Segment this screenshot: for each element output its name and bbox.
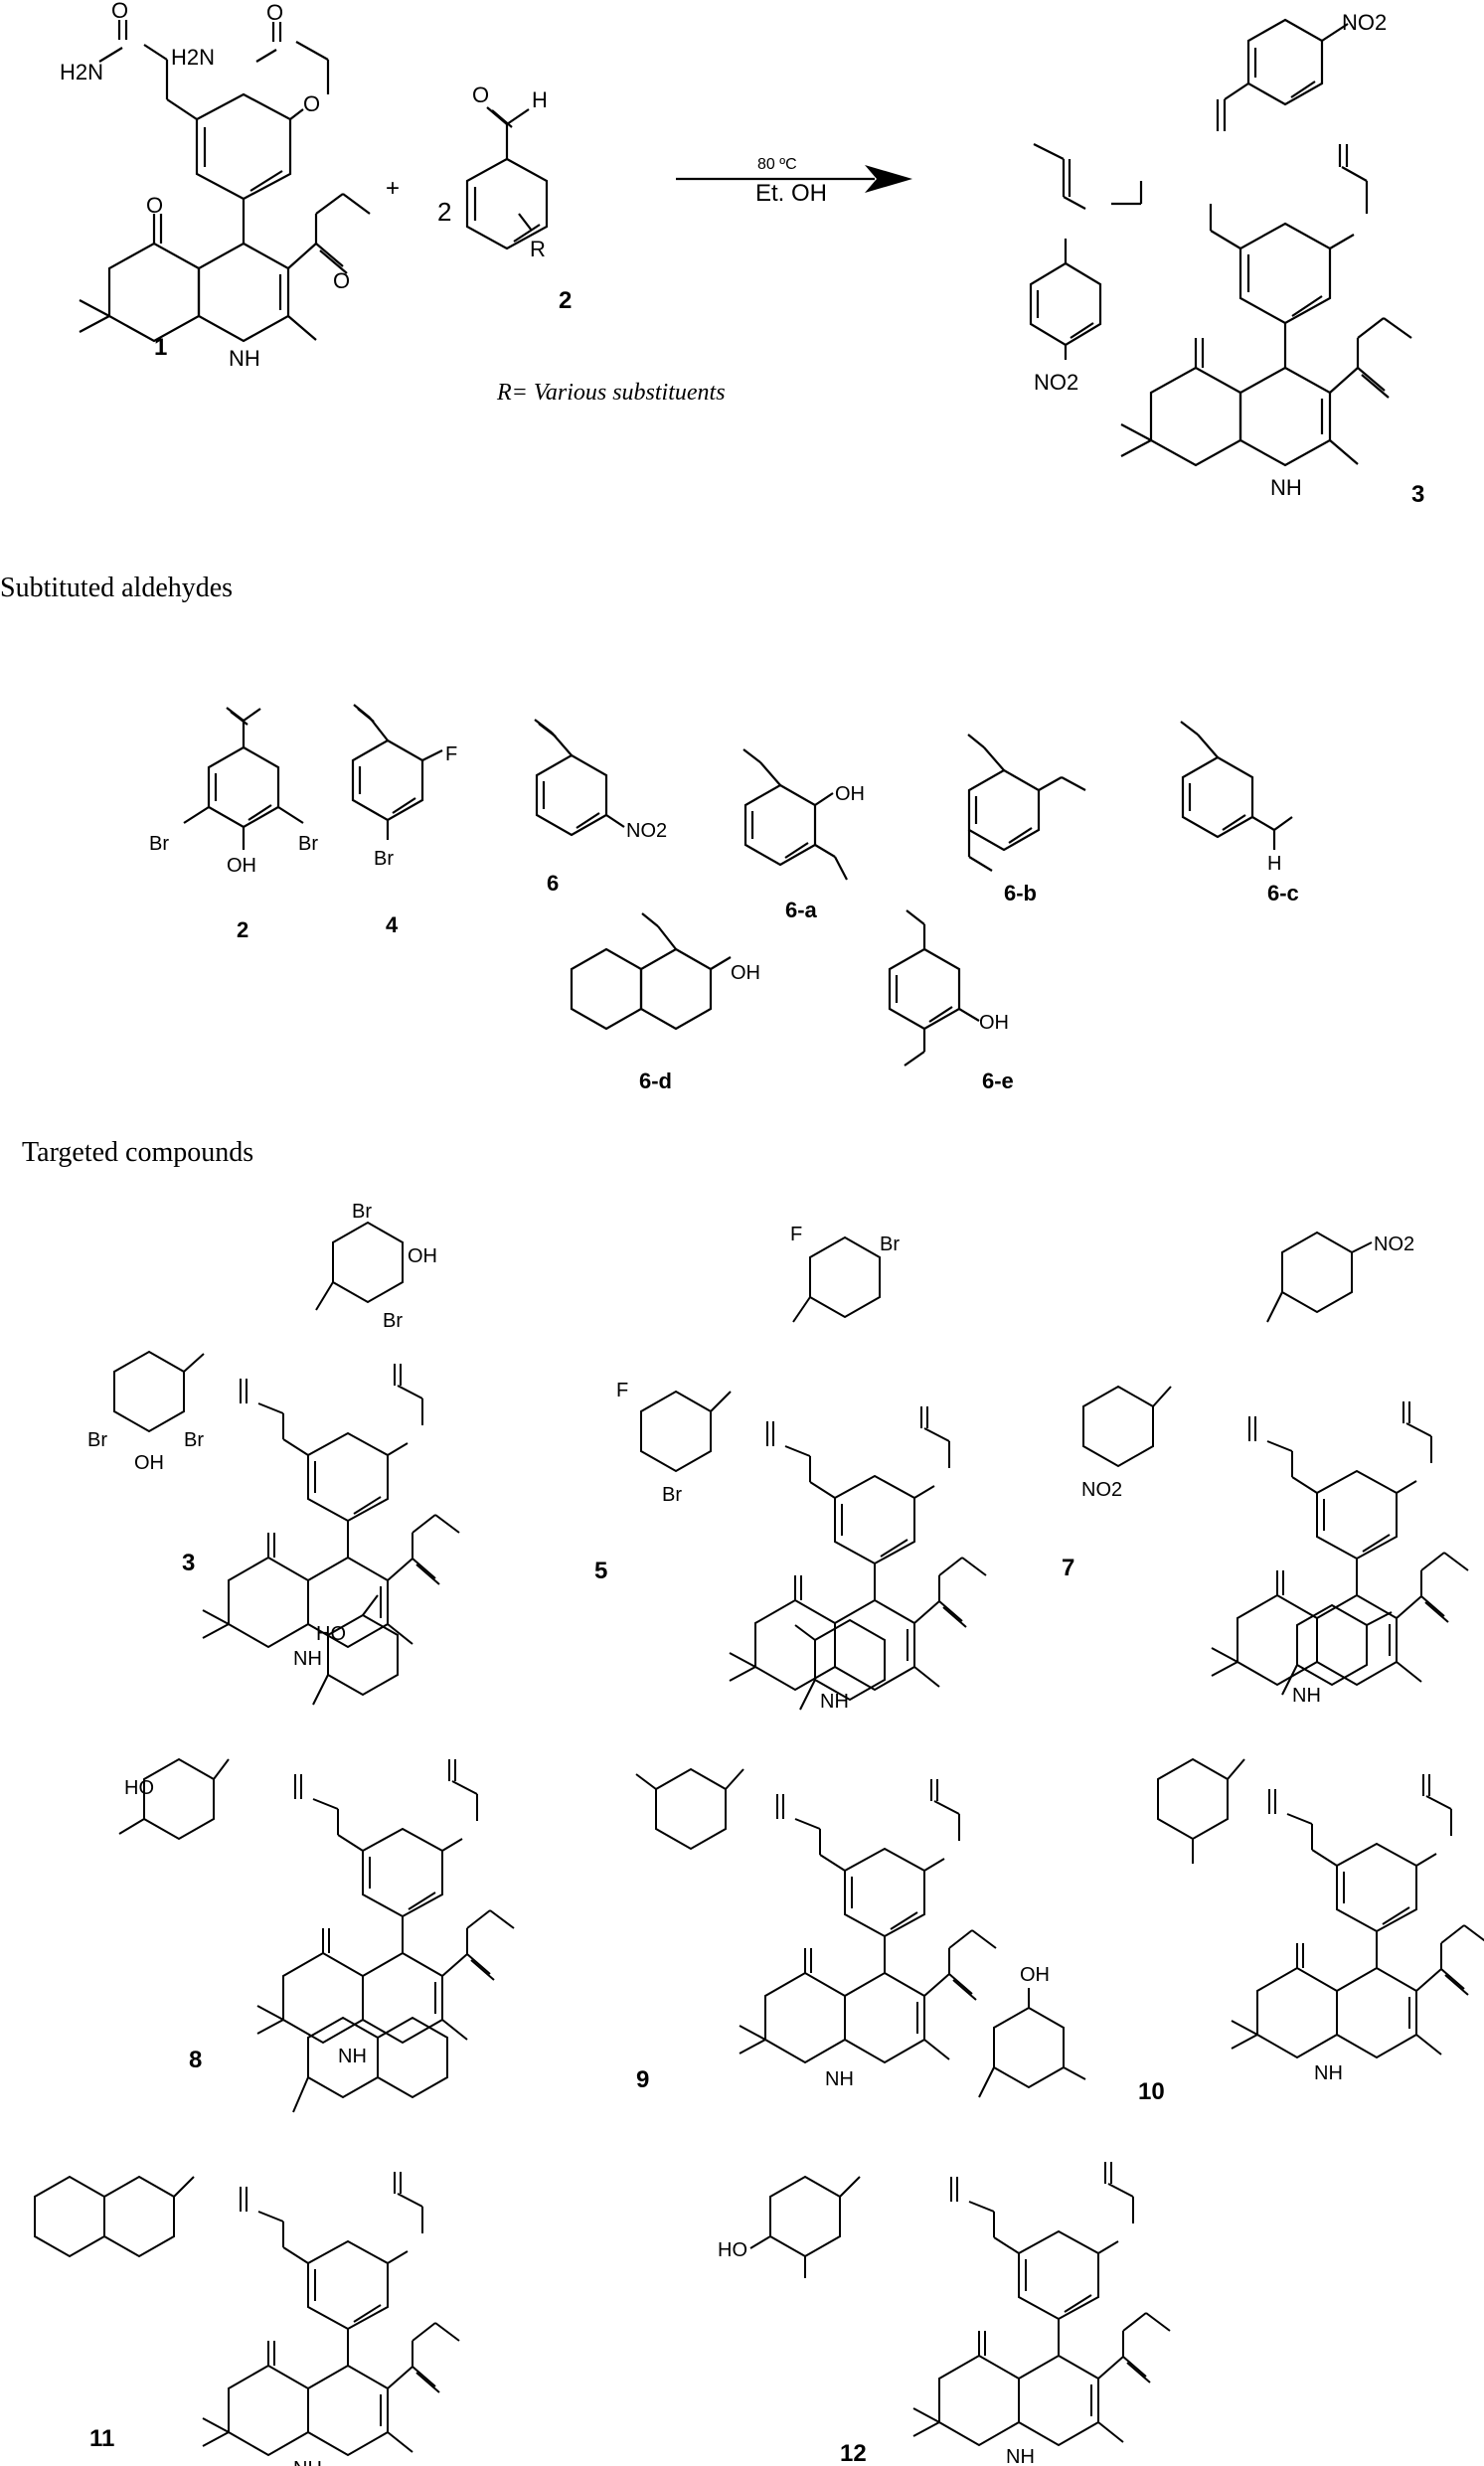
target-3-oh-left: OH [134, 1452, 164, 1474]
target-7-label: 7 [1062, 1555, 1074, 1581]
target-3-br-right: Br [184, 1429, 204, 1451]
atom-o-3: O [303, 91, 320, 116]
target-10-nh: NH [1314, 2062, 1343, 2084]
target-3-structure [113, 1221, 460, 1648]
target-7-nh: NH [1292, 1685, 1321, 1707]
aldehyde-6a-oh: OH [835, 783, 865, 805]
aldehyde-4-br: Br [374, 848, 394, 870]
atom-no2-bottom: NO2 [1034, 370, 1078, 395]
target-12-oh-top: OH [1020, 1964, 1050, 1986]
aldehyde-6e-label: 6-e [982, 1069, 1014, 1093]
atom-o-2: O [266, 0, 283, 25]
atom-o-4: O [146, 193, 163, 218]
target-8-label: 8 [189, 2047, 202, 2073]
plus-sign: + [386, 175, 400, 202]
aldehyde-6d-label: 6-d [639, 1069, 672, 1093]
arrow-head [865, 165, 912, 193]
aldehyde-6d-structure [570, 912, 732, 1031]
target-5-nh: NH [820, 1691, 849, 1713]
target-3-br-side: Br [383, 1310, 403, 1332]
atom-nh-product: NH [1270, 475, 1302, 500]
aldehyde-6d-oh: OH [731, 962, 760, 984]
targets-section-title: Targeted compounds [22, 1137, 253, 1168]
aldehyde-2-br-left: Br [149, 833, 169, 855]
target-8-nh: NH [338, 2046, 367, 2067]
target-9-label: 9 [636, 2066, 649, 2093]
target-7-structure [1082, 1231, 1469, 1686]
target-12-label: 12 [840, 2440, 867, 2466]
target-8-ho-top: HO [316, 1623, 346, 1645]
aldehyde-6c-structure [1180, 721, 1293, 850]
aldehyde-2-label: 2 [237, 917, 248, 942]
product-3-structure [1029, 18, 1412, 467]
aldehyde-6a-label: 6-a [785, 898, 818, 922]
target-7-no2-top: NO2 [1374, 1233, 1414, 1255]
aldehyde-6e-oh: OH [979, 1012, 1009, 1034]
stoichiometric-coefficient: 2 [437, 197, 451, 227]
atom-o-5: O [333, 268, 350, 293]
target-11-label: 11 [89, 2425, 114, 2452]
reactant-2-structure [465, 106, 549, 250]
target-5-f-top: F [790, 1224, 802, 1245]
aldehyde-6a-structure [742, 748, 848, 881]
target-8-structure [118, 1594, 515, 2044]
target-3-label: 3 [182, 1550, 195, 1576]
target-5-structure [640, 1235, 987, 1691]
target-10-structure [1157, 1603, 1484, 2058]
target-5-br-left: Br [662, 1484, 682, 1506]
target-10-label: 10 [1138, 2078, 1165, 2105]
atom-h2n: H2N [60, 60, 103, 84]
aldehyde-6b-label: 6-b [1004, 881, 1037, 905]
aldehyde-6-structure [534, 719, 625, 837]
r-note: R= Various substituents [496, 380, 726, 406]
aldehyde-4-label: 4 [386, 912, 399, 937]
reactant-2-label: 2 [559, 287, 572, 314]
reactant-1-label: 1 [154, 334, 167, 361]
target-12-nh: NH [1006, 2446, 1035, 2466]
atom-o: O [111, 0, 128, 23]
target-9-structure [635, 1618, 997, 2063]
condition-solvent: Et. OH [755, 180, 827, 207]
target-5-br-top: Br [880, 1233, 900, 1255]
target-3-oh-top: OH [408, 1245, 437, 1267]
target-3-br-left: Br [87, 1429, 107, 1451]
target-12-ho-left: HO [718, 2239, 747, 2261]
target-3-nh: NH [293, 1648, 322, 1670]
target-5-f-left: F [616, 1380, 628, 1401]
aldehyde-2-br-right: Br [298, 833, 318, 855]
target-7-no2-left: NO2 [1081, 1479, 1122, 1501]
aldehyde-6-no2: NO2 [626, 820, 667, 842]
aldehyde-6e-structure [888, 909, 980, 1067]
atom-no2-top: NO2 [1342, 10, 1387, 35]
target-9-nh: NH [825, 2068, 854, 2090]
atom-r: R [530, 237, 546, 261]
target-11-nh: NH [293, 2458, 322, 2466]
target-3-br-top: Br [352, 1201, 372, 1223]
target-5-label: 5 [594, 1558, 607, 1584]
aldehydes-section-title: Subtituted aldehydes [0, 573, 233, 603]
aldehyde-6-label: 6 [547, 871, 559, 896]
aldehyde-4-structure [351, 704, 443, 840]
target-12-structure [749, 1988, 1171, 2446]
aldehyde-4-f: F [445, 743, 457, 765]
target-11-structure [34, 2016, 460, 2456]
target-8-ho-left: HO [124, 1777, 154, 1799]
condition-temperature: 80 ºC [757, 156, 797, 173]
product-label: 3 [1411, 481, 1424, 508]
reactant-1-structure [79, 20, 371, 343]
aldehyde-2-structure [183, 707, 304, 850]
atom-o-ald: O [472, 82, 489, 107]
aldehyde-6b-structure [967, 734, 1086, 872]
aldehyde-6c-h: H [1267, 853, 1281, 875]
aldehyde-6c-label: 6-c [1267, 881, 1299, 905]
atom-nh: NH [229, 346, 260, 371]
atom-h-ald: H [532, 87, 548, 112]
aldehyde-2-oh: OH [227, 855, 256, 877]
atom-h2n-2: H2N [171, 45, 215, 70]
